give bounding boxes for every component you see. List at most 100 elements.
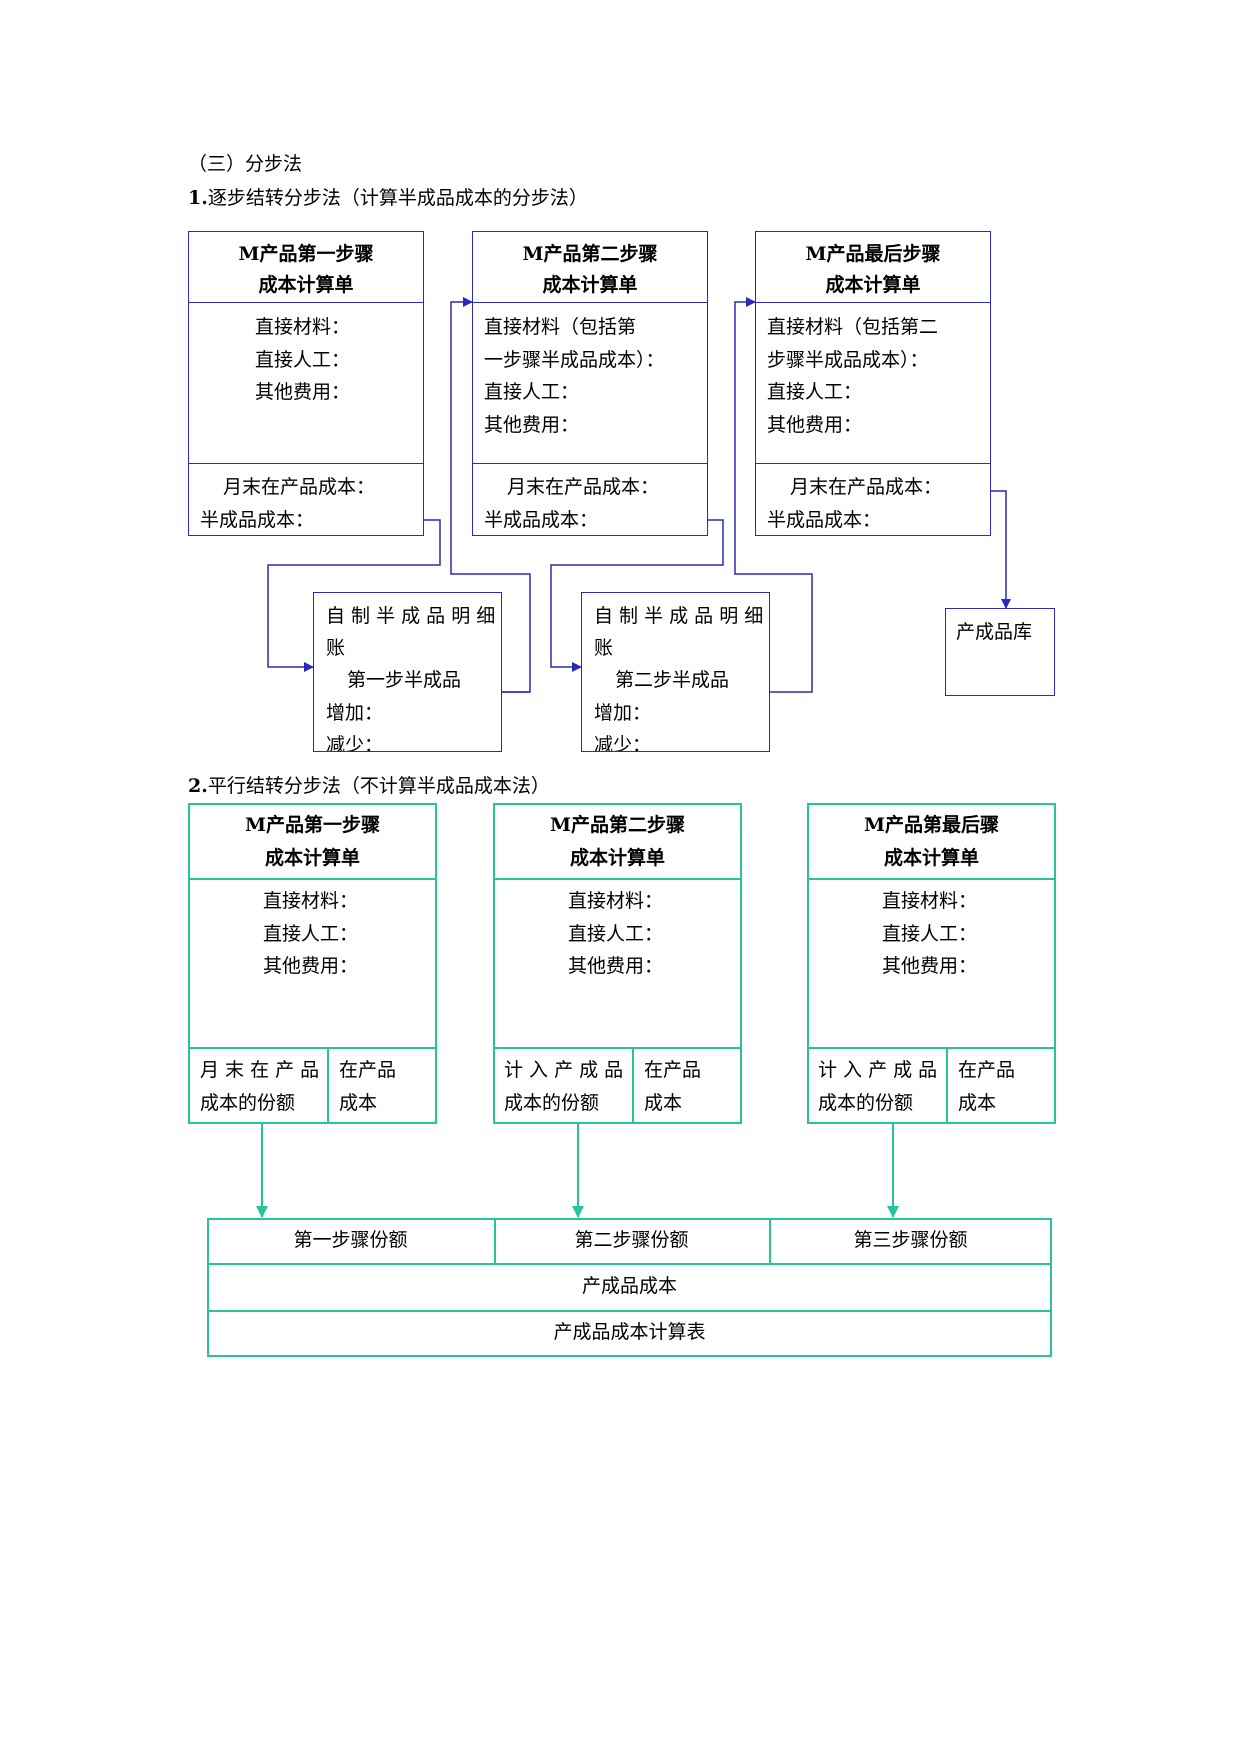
s1-card2-title-line2: 成本计算单: [542, 274, 638, 296]
s1-arrow-card2-to-ledger2: [550, 519, 724, 672]
s1-card1-footer-divider: [188, 463, 424, 464]
s2-table-cell-step2: 第二步骤份额: [574, 1229, 689, 1251]
s1-card3-body-4: 其他费用：: [767, 414, 863, 436]
s1-card3-title-line1: M产品最后步骤: [805, 243, 941, 265]
s2-card1-body-3: 其他费用：: [263, 955, 359, 977]
s1-card2-body-4: 其他费用：: [484, 414, 580, 436]
s1-ledger1-line5: 减少：: [326, 734, 384, 752]
s1-card3-footer-1: 月末在产品成本：: [790, 476, 943, 498]
s2-card3-title-line1: M产品第最后骤: [863, 814, 1000, 836]
s2-card1: [188, 803, 437, 1124]
s1-card3: [755, 231, 991, 536]
s2-card2-body-1: 直接材料：: [568, 890, 664, 912]
s1-ledger2: 自 制 半 成 品 明 细 账 第二步半成品 增加： 减少：: [581, 592, 770, 752]
s2-summary-table: [207, 1218, 1052, 1357]
s1-card3-body-3: 直接人工：: [767, 381, 863, 403]
s2-card2-footer-split: [632, 1047, 634, 1124]
s1-card1-body-3: 其他费用：: [255, 381, 351, 403]
section1-number: 1.: [188, 187, 208, 209]
s2-card2-right-1: 在产品: [644, 1059, 702, 1081]
s1-arrow-card1-to-ledger1: [267, 519, 441, 672]
s2-card2-body-2: 直接人工：: [568, 923, 664, 945]
section2-title-text: 平行结转分步法（不计算半成品成本法）: [207, 775, 550, 797]
s1-card3-body-1: 直接材料（包括第二: [767, 316, 939, 338]
s1-ledger1: 自 制 半 成 品 明 细 账 第一步半成品 增加： 减少：: [313, 592, 502, 752]
s2-card1-right-1: 在产品: [339, 1059, 397, 1081]
s1-connector-ledger1-card2: [450, 297, 531, 693]
s1-card3-footer-divider: [755, 463, 991, 464]
s2-card3-title-line2: 成本计算单: [883, 847, 979, 869]
s1-ledger1-line1: 自 制 半 成 品 明 细: [326, 605, 496, 627]
s2-card2-title-line1: M产品第二步骤: [549, 814, 686, 836]
s1-card3-body-2: 步骤半成品成本）：: [767, 349, 929, 371]
s1-ledger1-line3: 第一步半成品: [347, 669, 462, 691]
s2-table-row-divider-1: [207, 1263, 1052, 1265]
s1-card1-footer-2: 半成品成本：: [200, 509, 315, 531]
s2-table-finished-cost-sheet: 产成品成本计算表: [553, 1321, 706, 1343]
s1-card2-title-line1: M产品第二步骤: [522, 243, 658, 265]
section1-title: 1.逐步结转分步法（计算半成品成本的分步法）: [188, 187, 588, 209]
s2-card3-body-1: 直接材料：: [882, 890, 978, 912]
s2-card1-body-2: 直接人工：: [263, 923, 359, 945]
s1-arrow-ledger2-to-card3: [734, 297, 813, 693]
s1-ledger1-line4: 增加：: [326, 702, 384, 724]
section1-title-text: 逐步结转分步法（计算半成品成本的分步法）: [207, 187, 588, 209]
s1-card3-title-line2: 成本计算单: [825, 274, 921, 296]
s1-card1-footer-1: 月末在产品成本：: [223, 476, 376, 498]
section-heading: （三）分步法: [188, 153, 303, 175]
s2-card3-footer-split: [946, 1047, 948, 1124]
s2-card2-footer-divider: [493, 1047, 742, 1049]
section2-title: 2.平行结转分步法（不计算半成品成本法）: [188, 775, 550, 797]
s1-card2-title-divider: [472, 302, 708, 303]
s1-ledger2-line4: 增加：: [594, 702, 652, 724]
s2-card1-title-line2: 成本计算单: [264, 847, 360, 869]
s1-connectors: [267, 297, 1011, 693]
s2-card1-title-divider: [188, 878, 437, 880]
s1-card1-body-1: 直接材料：: [255, 316, 351, 338]
s2-table-finished-cost: 产成品成本: [581, 1275, 677, 1297]
s2-card1-title-line1: M产品第一步骤: [244, 814, 381, 836]
s1-card3-title-divider: [755, 302, 991, 303]
s2-card3-right-1: 在产品: [958, 1059, 1016, 1081]
s2-card2-left-1: 计 入 产 成 品: [504, 1059, 624, 1081]
s2-card3-left-1: 计 入 产 成 品: [818, 1059, 938, 1081]
s1-card2-body-1: 直接材料（包括第: [484, 316, 637, 338]
s1-ledger1-line2: 账: [326, 637, 346, 659]
s2-card3: [807, 803, 1056, 1124]
s2-table-row-divider-2: [207, 1310, 1052, 1312]
s1-card2: [472, 231, 708, 536]
s1-arrow-card3-to-warehouse: [991, 490, 1011, 609]
s1-card2-footer-divider: [472, 463, 708, 464]
s2-card1-left-2: 成本的份额: [200, 1092, 296, 1114]
s2-card2-title-line2: 成本计算单: [569, 847, 665, 869]
s2-card3-body-2: 直接人工：: [882, 923, 978, 945]
s1-warehouse-label: 产成品库: [956, 621, 1033, 643]
s2-card1-right-2: 成本: [339, 1092, 378, 1114]
s1-card1: [188, 231, 424, 536]
s2-card3-body-3: 其他费用：: [882, 955, 978, 977]
section2-number: 2.: [188, 775, 208, 797]
s2-card3-title-divider: [807, 878, 1056, 880]
s2-card2-title-divider: [493, 878, 742, 880]
s1-warehouse: 产成品库: [945, 608, 1055, 696]
s2-card1-footer-split: [327, 1047, 329, 1124]
s2-card3-footer-divider: [807, 1047, 1056, 1049]
s1-card1-title-divider: [188, 302, 424, 303]
s1-ledger2-line3: 第二步半成品: [615, 669, 730, 691]
s1-card2-footer-1: 月末在产品成本：: [507, 476, 660, 498]
s2-table-cell-step1: 第一步骤份额: [293, 1229, 408, 1251]
s2-card2-left-2: 成本的份额: [504, 1092, 600, 1114]
s2-table-cell-step3: 第三步骤份额: [853, 1229, 968, 1251]
s2-table-col-divider-2: [769, 1218, 771, 1263]
s2-card2-body-3: 其他费用：: [568, 955, 664, 977]
s2-card2-right-2: 成本: [644, 1092, 683, 1114]
s1-card2-body-3: 直接人工：: [484, 381, 580, 403]
s1-card1-title-line1: M产品第一步骤: [238, 243, 374, 265]
s1-ledger2-line1: 自 制 半 成 品 明 细: [594, 605, 764, 627]
s1-card1-body-2: 直接人工：: [255, 349, 351, 371]
s2-card1-body-1: 直接材料：: [263, 890, 359, 912]
s1-card2-footer-2: 半成品成本：: [484, 509, 599, 531]
s1-ledger2-line5: 减少：: [594, 734, 652, 752]
s2-table-col-divider-1: [494, 1218, 496, 1263]
